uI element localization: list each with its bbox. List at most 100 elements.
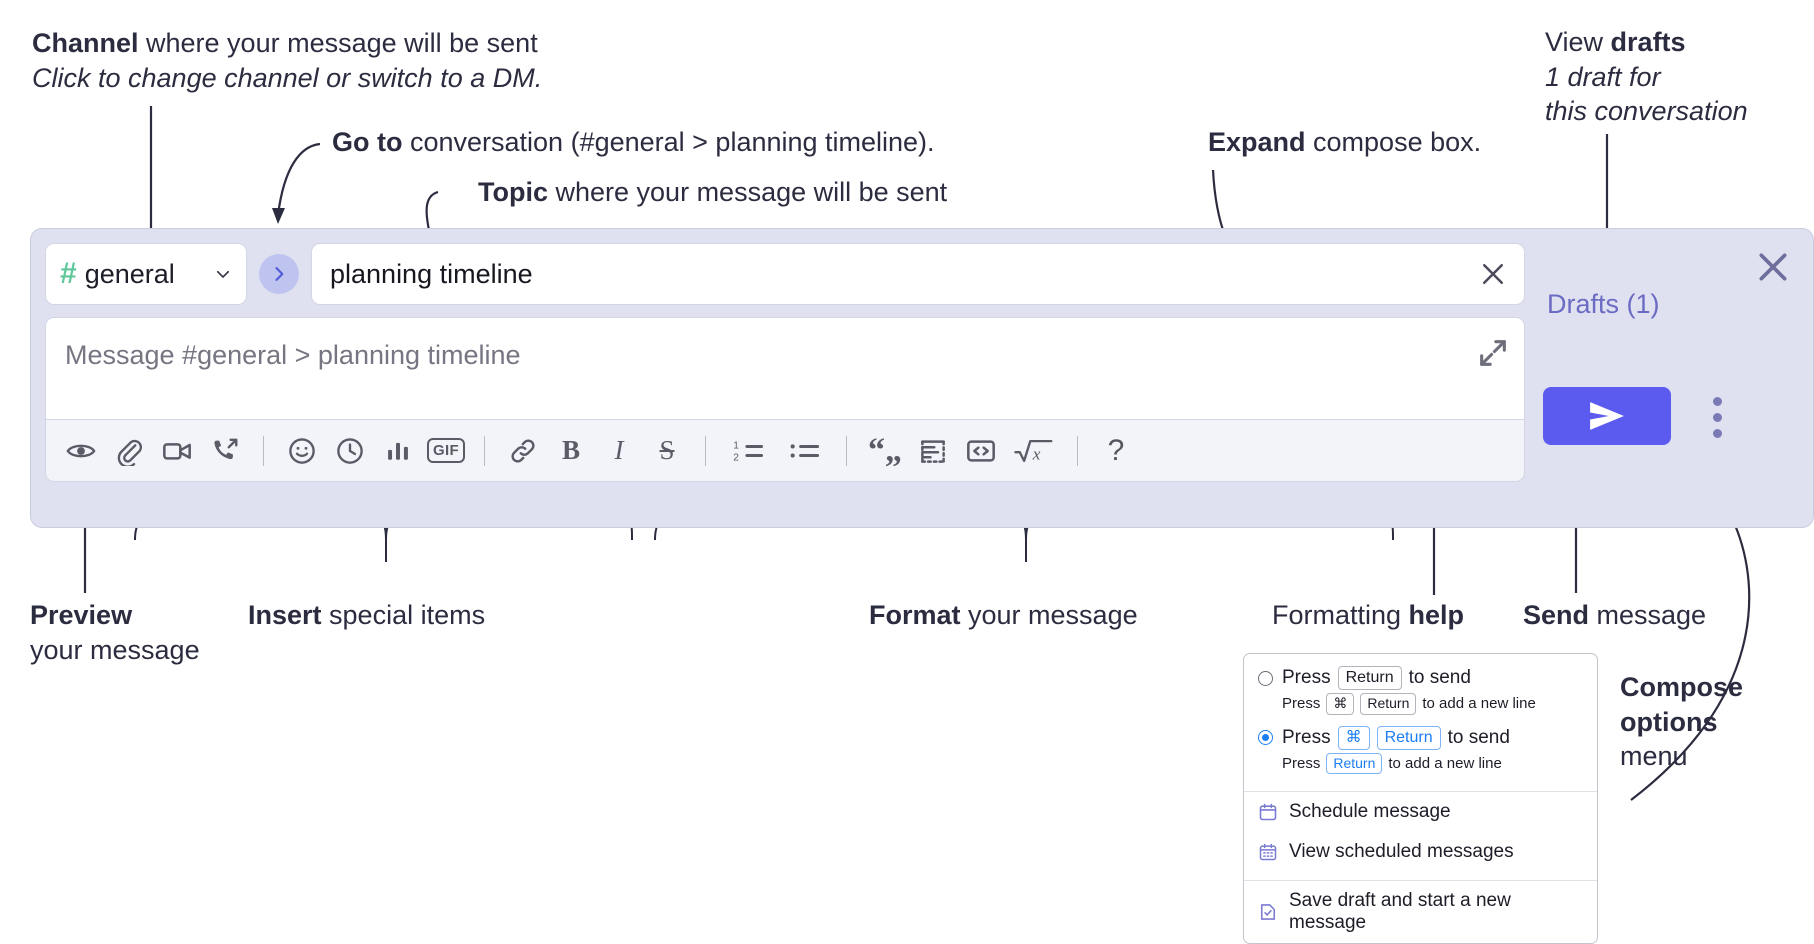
clock-icon[interactable] — [327, 428, 373, 474]
radio-return[interactable] — [1258, 670, 1273, 686]
bulleted-list-icon[interactable] — [777, 428, 831, 474]
radio-2-post: to send — [1447, 726, 1510, 748]
leader-goto — [276, 142, 321, 216]
annotation-compose-options-line1: Compose — [1620, 672, 1744, 702]
menu-item-save-draft[interactable]: Save draft and start a new message — [1244, 881, 1597, 943]
emoji-icon[interactable] — [279, 428, 325, 474]
channel-selector[interactable]: # general — [45, 243, 247, 305]
annotation-goto: Go to conversation (#general > planning … — [332, 125, 935, 160]
radio-1-post: to send — [1408, 667, 1471, 688]
menu-item-save-draft-label: Save draft and start a new message — [1289, 890, 1511, 933]
code-icon[interactable] — [958, 428, 1004, 474]
radio-1-key: Return — [1337, 666, 1402, 690]
radio-1-pre: Press — [1282, 667, 1331, 688]
svg-text:x: x — [1032, 444, 1041, 463]
menu-item-schedule-label: Schedule message — [1289, 801, 1451, 822]
compose-options-button[interactable] — [1703, 391, 1731, 443]
drafts-link[interactable]: Drafts (1) — [1547, 289, 1660, 319]
divider-5 — [1077, 435, 1078, 466]
radio-2-sub-pre: Press — [1282, 754, 1321, 772]
send-option-cmd-return[interactable]: Press ⌘ Return to send — [1244, 724, 1597, 750]
annotation-topic-bold: Topic — [478, 177, 548, 207]
svg-text:2: 2 — [733, 452, 739, 463]
video-icon[interactable] — [154, 428, 200, 474]
goto-conversation-button[interactable] — [259, 254, 299, 294]
compose-inner: # general planning timeline Message #gen… — [45, 243, 1525, 482]
menu-item-schedule-message[interactable]: Schedule message — [1244, 792, 1597, 832]
annotation-help: Formatting help — [1272, 598, 1464, 633]
link-icon[interactable] — [500, 428, 546, 474]
message-input[interactable]: Message #general > planning timeline — [45, 317, 1525, 420]
menu-divider-1 — [1244, 791, 1597, 792]
chevron-down-icon — [216, 270, 230, 278]
annotation-channel-bold: Channel — [32, 28, 139, 58]
radio-1-sub-key-2: Return — [1360, 693, 1417, 715]
send-option-return-label: Press Return to send — [1282, 666, 1471, 690]
annotation-send: Send message — [1523, 598, 1706, 633]
annotation-channel-rest: where your message will be sent — [138, 28, 538, 58]
annotation-format-rest: your message — [960, 600, 1138, 630]
annotation-insert-rest: special items — [321, 600, 486, 630]
bold-label: B — [561, 435, 580, 465]
annotation-drafts-italic-2: this conversation — [1545, 96, 1748, 127]
annotation-channel: Channel where your message will be sent … — [32, 26, 542, 95]
send-icon — [1590, 402, 1624, 430]
annotation-preview: Preview your message — [30, 598, 200, 667]
topic-value: planning timeline — [330, 258, 533, 289]
compose-header-row: # general planning timeline — [45, 243, 1525, 305]
annotation-drafts-pre: View — [1545, 27, 1611, 57]
radio-2-key-1: ⌘ — [1337, 725, 1370, 750]
annotation-expand-bold: Expand — [1208, 127, 1306, 157]
code-block-icon[interactable] — [910, 428, 956, 474]
annotation-compose-options: Compose options menu — [1620, 670, 1743, 774]
topic-input[interactable]: planning timeline — [311, 243, 1525, 305]
clear-topic-icon[interactable] — [1470, 251, 1516, 297]
menu-item-view-scheduled[interactable]: View scheduled messages — [1244, 832, 1597, 872]
math-icon[interactable]: x — [1006, 428, 1062, 474]
close-icon[interactable] — [1753, 247, 1793, 287]
hash-icon: # — [60, 257, 77, 290]
italic-label: I — [614, 435, 624, 465]
annotation-send-bold: Send — [1523, 600, 1590, 630]
send-option-return-hint: Press ⌘ Return to add a new line — [1244, 690, 1597, 724]
radio-2-key-2: Return — [1376, 725, 1441, 750]
blockquote-icon[interactable]: “„ — [862, 428, 908, 474]
dot-1 — [1712, 396, 1722, 406]
annotation-drafts: View drafts 1 draft for this conversatio… — [1545, 25, 1748, 129]
send-button[interactable] — [1543, 387, 1671, 445]
gif-icon[interactable]: GIF — [423, 428, 469, 474]
compose-panel: # general planning timeline Message #gen… — [30, 228, 1814, 528]
italic-icon[interactable]: I — [596, 428, 642, 474]
preview-icon[interactable] — [58, 428, 104, 474]
radio-1-sub-post: to add a new line — [1422, 695, 1536, 713]
send-option-return[interactable]: Press Return to send — [1244, 664, 1597, 690]
annotation-drafts-italic-1: 1 draft for — [1545, 61, 1661, 92]
divider-4 — [846, 435, 847, 466]
annotation-drafts-bold: drafts — [1610, 27, 1686, 57]
audio-call-icon[interactable] — [202, 428, 248, 474]
poll-icon[interactable] — [375, 428, 421, 474]
compose-options-menu: Press Return to send Press ⌘ Return to a… — [1243, 653, 1598, 944]
annotation-help-bold: help — [1408, 600, 1465, 630]
radio-cmd-return[interactable] — [1258, 730, 1273, 745]
dot-3 — [1712, 428, 1722, 438]
annotation-insert: Insert special items — [248, 598, 485, 633]
expand-compose-icon[interactable] — [1476, 336, 1510, 370]
radio-2-sub-post: to add a new line — [1388, 754, 1502, 772]
ordered-list-icon[interactable]: 1 2 — [721, 428, 775, 474]
radio-2-pre: Press — [1282, 726, 1331, 748]
strikethrough-icon[interactable]: S — [644, 428, 690, 474]
annotation-topic-rest: where your message will be sent — [548, 177, 948, 207]
attachment-icon[interactable] — [106, 428, 152, 474]
help-label: ? — [1107, 433, 1125, 467]
channel-name-label: general — [84, 258, 175, 289]
bold-icon[interactable]: B — [548, 428, 594, 474]
annotation-format: Format your message — [869, 598, 1138, 633]
radio-2-sub-key: Return — [1326, 752, 1383, 774]
help-icon[interactable]: ? — [1093, 428, 1139, 474]
annotation-expand: Expand compose box. — [1208, 125, 1481, 160]
blockquote-glyph: “„ — [868, 431, 902, 469]
send-option-cmd-return-hint: Press Return to add a new line — [1244, 750, 1597, 784]
annotation-goto-bold: Go to — [332, 127, 403, 157]
